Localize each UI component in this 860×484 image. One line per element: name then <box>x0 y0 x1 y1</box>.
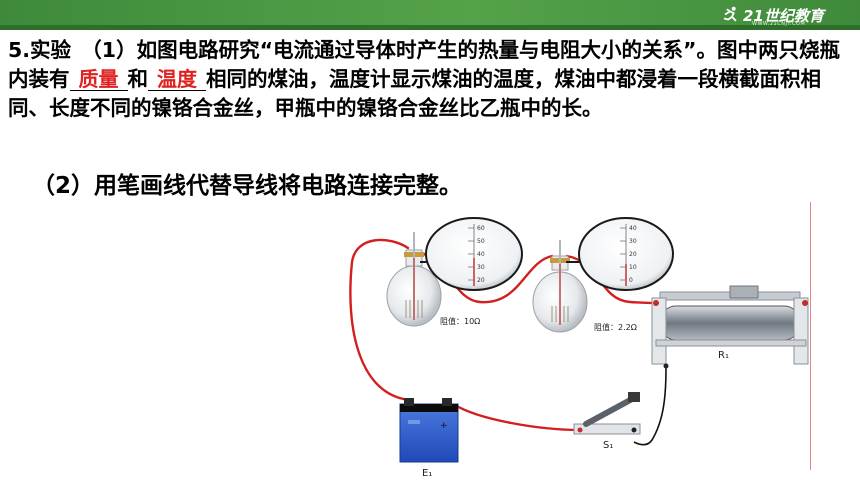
logo-subtext: WWW.21CNJY.COM <box>752 21 806 27</box>
flask2-resistance-label: 阻值：2.2Ω <box>594 322 637 332</box>
gauge1-tick-30: 30 <box>477 264 485 271</box>
logo-text: 21世纪教育 <box>743 6 824 25</box>
rheostat-label: R₁ <box>718 350 729 361</box>
switch-label: S₁ <box>603 440 613 451</box>
answer-mass: 质量 <box>78 67 119 91</box>
question-connector: 和 <box>127 67 149 91</box>
battery-plus-terminal: + <box>440 421 448 431</box>
flask1-resistance-label: 阻值：10Ω <box>440 316 480 326</box>
battery <box>399 398 459 463</box>
battery-minus-terminal: - <box>410 396 413 406</box>
flask-2 <box>532 240 588 333</box>
gauge2-tick-40: 40 <box>629 225 637 232</box>
wire-flask2-to-rheostat <box>565 254 657 305</box>
red-wires <box>349 238 657 432</box>
flask-1 <box>386 232 442 327</box>
question-prefix: 5.实验 （1）如图电路研究“电流通过导体时产生的热量与电阻大小的关系”。图中两… <box>8 38 841 91</box>
answer-blank-2: 温度 <box>148 68 206 91</box>
question-suffix: 相同的煤油，温度计显示煤油的温度，煤油中都浸着一段横截面积相同、长度不同的镍铬合… <box>8 67 821 120</box>
brand-logo[interactable]: 21世纪教育 <box>722 4 824 26</box>
wire-battery-to-flask1 <box>349 238 412 402</box>
gauge2-tick-30: 30 <box>629 238 637 245</box>
wire-battery-to-switch <box>453 403 582 432</box>
gauge1-tick-20: 20 <box>477 277 485 284</box>
sub-question: （2）用笔画线代替导线将电路连接完整。 <box>32 173 463 199</box>
battery-label: E₁ <box>422 468 432 479</box>
knife-switch <box>573 392 641 435</box>
wire-rheostat-to-switch <box>633 367 667 446</box>
gauge1-tick-60: 60 <box>477 225 485 232</box>
gauge2-tick-20: 20 <box>629 251 637 258</box>
answer-blank-1: 质量 <box>69 67 128 91</box>
sliding-rheostat <box>651 285 809 369</box>
gauge2-tick-0: 0 <box>629 277 633 284</box>
gauge1-tick-40: 40 <box>477 251 485 258</box>
runner-icon <box>723 6 737 22</box>
gauge2-tick-10: 10 <box>629 264 637 271</box>
gauge1-tick-50: 50 <box>477 238 485 245</box>
header-accent <box>0 25 860 30</box>
slide-edge-line <box>810 202 811 470</box>
thermometer-gauge-1 <box>420 217 523 291</box>
question-text: 5.实验 （1）如图电路研究“电流通过导体时产生的热量与电阻大小的关系”。图中两… <box>8 36 854 123</box>
thermometer-gauge-2 <box>566 217 674 291</box>
answer-temperature: 温度 <box>157 67 197 91</box>
wire-flask1-to-flask2 <box>418 250 554 304</box>
